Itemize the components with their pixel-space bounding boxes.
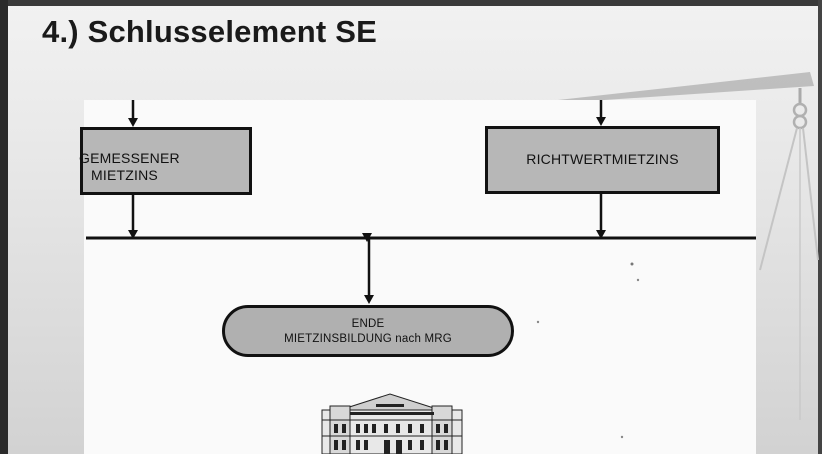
box-left-line2: MIETZINS	[91, 167, 158, 183]
box-left-line1: GEMESSENER	[79, 150, 180, 166]
slide-frame-right	[818, 0, 822, 454]
end-line1: ENDE	[351, 318, 385, 330]
slide-frame-left	[0, 0, 8, 454]
box-gemessener-mietzins: GEMESSENER MIETZINS	[79, 127, 252, 195]
slide-frame-top	[0, 0, 822, 6]
end-terminal: ENDE MIETZINSBILDUNG nach MRG	[222, 305, 514, 357]
slide-title: 4.) Schlusselement SE	[42, 14, 377, 49]
box-richtwertmietzins: RICHTWERTMIETZINS	[485, 126, 720, 194]
end-line2: MIETZINSBILDUNG nach MRG	[284, 333, 452, 345]
box-right-label: RICHTWERTMIETZINS	[526, 151, 679, 167]
